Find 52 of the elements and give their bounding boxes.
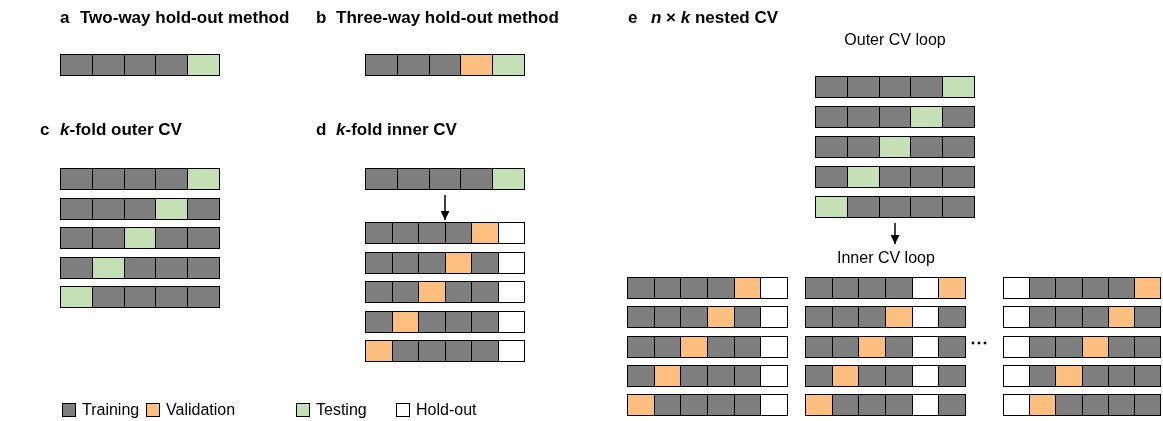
panel-title: n × k nested CV <box>651 8 779 28</box>
fold-bar <box>60 227 220 249</box>
arrow <box>440 194 450 221</box>
legend-label: Testing <box>316 400 367 420</box>
fold-bar <box>815 166 975 188</box>
fold-bar <box>805 335 966 358</box>
fold-bar <box>815 106 975 128</box>
fold-bar <box>627 364 788 387</box>
fold-bar <box>627 335 788 358</box>
fold-bar <box>805 364 966 387</box>
fold-bar <box>805 394 966 417</box>
panel-title: k-fold outer CV <box>60 120 182 140</box>
fold-bar <box>627 306 788 329</box>
legend-label: Hold-out <box>416 400 477 420</box>
fold-bar <box>60 286 220 308</box>
fold-bar <box>627 277 788 299</box>
fold-bar <box>60 197 220 220</box>
loop-heading: Outer CV loop <box>843 30 947 50</box>
fold-bar <box>815 136 975 158</box>
fold-bar <box>365 310 525 333</box>
panel-title: Two-way hold-out method <box>80 8 290 28</box>
fold-bar <box>1003 364 1161 387</box>
ellipsis: ⋯ <box>970 332 988 352</box>
fold-bar <box>627 394 788 417</box>
fold-bar <box>60 256 220 279</box>
panel-letter: a <box>60 8 70 28</box>
legend-label: Validation <box>166 400 236 420</box>
legend-label: Training <box>82 400 140 420</box>
fold-bar <box>1003 277 1161 299</box>
panel-letter: e <box>628 8 638 28</box>
panel-title: Three-way hold-out method <box>336 8 559 28</box>
panel-title: k-fold inner CV <box>336 120 457 140</box>
loop-heading: Inner CV loop <box>837 248 935 268</box>
panel-letter: b <box>316 8 327 28</box>
fold-bar <box>365 168 525 190</box>
fold-bar <box>805 306 966 329</box>
fold-bar <box>365 340 525 362</box>
fold-bar <box>815 196 975 218</box>
panel-letter: c <box>40 120 50 140</box>
fold-bar <box>365 222 525 244</box>
fold-bar <box>365 251 525 274</box>
fold-bar <box>60 168 220 190</box>
fold-bar <box>1003 306 1161 329</box>
fold-bar <box>805 277 966 299</box>
fold-bar <box>1003 335 1161 358</box>
panel-letter: d <box>316 120 327 140</box>
fold-bar <box>365 54 525 76</box>
arrow <box>890 222 900 245</box>
fold-bar <box>1003 394 1161 417</box>
fold-bar <box>365 281 525 303</box>
fold-bar <box>815 76 975 98</box>
fold-bar <box>60 54 220 76</box>
